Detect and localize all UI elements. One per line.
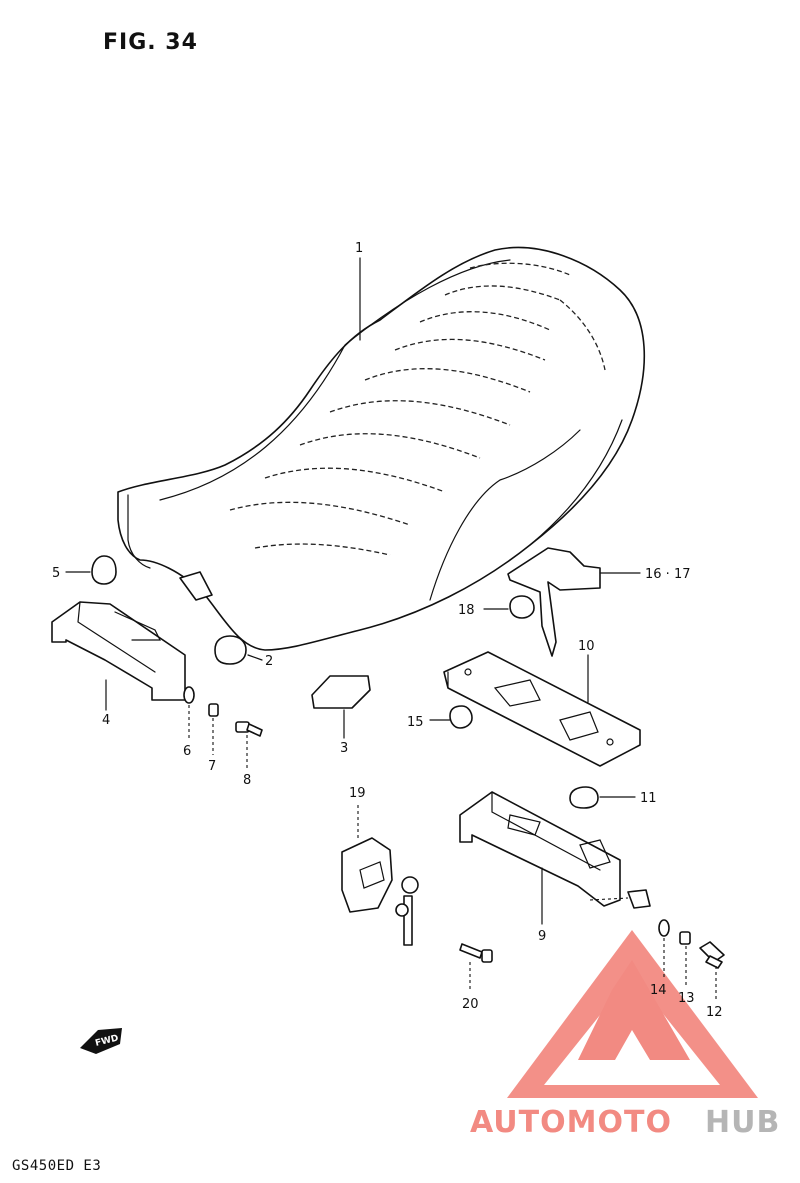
part-19-seat-lock: [341, 837, 419, 946]
callout-3: 3: [340, 741, 348, 756]
callout-8: 8: [243, 773, 251, 788]
callout-2: 2: [265, 654, 273, 669]
part-16-17-bracket: [507, 547, 601, 657]
watermark-logo: AUTOMOTO HUB: [470, 930, 780, 1140]
part-2-cushion: [214, 635, 247, 665]
part-7-nut: [208, 703, 219, 717]
callout-16-17: 16 · 17: [645, 567, 690, 582]
callout-1: 1: [355, 241, 363, 256]
part-11-cap: [569, 786, 599, 809]
part-4-bracket: [51, 601, 186, 701]
callout-15: 15: [407, 715, 424, 730]
figure-title: FIG. 34: [103, 30, 198, 55]
part-3-clip: [311, 675, 371, 709]
watermark-text-hub: HUB: [705, 1105, 780, 1140]
watermark-g-mark: [578, 960, 690, 1060]
callout-9: 9: [538, 929, 546, 944]
seat-quilting: [229, 262, 606, 556]
model-code: GS450ED E3: [12, 1158, 102, 1174]
leader-lines: [65, 257, 717, 1000]
part-20-screw: [459, 943, 493, 963]
callout-19: 19: [349, 786, 366, 801]
callout-14: 14: [650, 983, 667, 998]
part-10-hinge-plate: [443, 651, 641, 767]
part-8-bolt: [235, 721, 263, 737]
part-5-cushion: [91, 555, 117, 585]
callout-13: 13: [678, 991, 695, 1006]
callout-4: 4: [102, 713, 110, 728]
watermark-text-automoto: AUTOMOTO: [470, 1105, 672, 1140]
part-6-washer: [183, 686, 195, 704]
callout-6: 6: [183, 744, 191, 759]
part-1-seat: [117, 246, 646, 651]
part-15-grommet: [449, 705, 473, 729]
callout-12: 12: [706, 1005, 723, 1020]
callout-10: 10: [578, 639, 595, 654]
callout-7: 7: [208, 759, 216, 774]
callout-18: 18: [458, 603, 475, 618]
callout-20: 20: [462, 997, 479, 1012]
key-icon: [395, 876, 419, 946]
callout-11: 11: [640, 791, 657, 806]
part-18-grommet: [509, 595, 535, 619]
part-12-bolt: [699, 941, 725, 969]
fwd-direction-arrow: FWD: [80, 1028, 122, 1054]
part-13-14-fasteners: [627, 889, 691, 945]
part-9-lock-bracket: [459, 791, 621, 907]
callout-5: 5: [52, 566, 60, 581]
